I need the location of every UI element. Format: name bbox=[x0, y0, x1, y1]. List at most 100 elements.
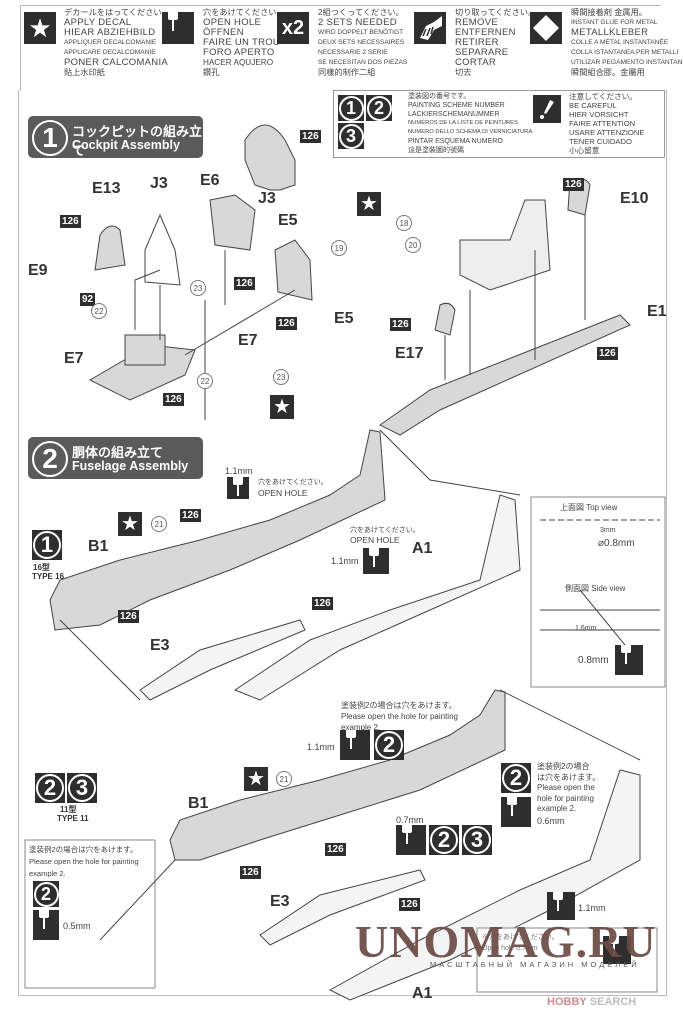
drill-icon bbox=[501, 797, 531, 827]
part-label-e7-top-view: E7 bbox=[238, 332, 258, 349]
cockpit-floor-bottom bbox=[259, 869, 426, 946]
star-icon: ★ bbox=[270, 395, 294, 419]
e17-seat bbox=[434, 302, 456, 336]
scheme-badge-2: 2 bbox=[501, 763, 531, 793]
decal-number: 22 bbox=[197, 373, 213, 389]
j3-silhouette bbox=[244, 124, 296, 191]
type11-badge-3: 3 bbox=[67, 773, 97, 803]
inset-note: 塗装例2の場合は穴をあけます。Please open the hole for … bbox=[29, 845, 139, 878]
drill-icon bbox=[162, 12, 194, 44]
part-label-j3: J3 bbox=[150, 175, 168, 192]
star-icon: ★ bbox=[24, 12, 56, 44]
drill-icon bbox=[340, 730, 370, 760]
hole-size-label: 0.5mm bbox=[63, 921, 91, 931]
watermark-title: UNOMAG.RU bbox=[355, 916, 657, 967]
caution-icon bbox=[533, 95, 561, 123]
hole-size-label: 1.1mm bbox=[578, 903, 606, 913]
drill-icon bbox=[547, 892, 575, 920]
dimension-0-8mm: ⌀0.8mm bbox=[598, 538, 635, 549]
part-label-e13: E13 bbox=[92, 180, 121, 197]
paint-code-tag: 126 bbox=[325, 843, 346, 856]
part-label-j3-gray: J3 bbox=[258, 190, 276, 207]
cockpit-floor-top bbox=[139, 619, 306, 701]
star-icon: ★ bbox=[244, 767, 268, 791]
side-view-label: 側面図 Side view bbox=[565, 584, 626, 593]
part-label-e3: E3 bbox=[270, 893, 290, 910]
type11-label-jp: 11型 bbox=[60, 805, 77, 814]
type16-label-jp: 16型 bbox=[33, 563, 50, 572]
e13-seat bbox=[94, 225, 126, 271]
e1-floor bbox=[379, 314, 631, 436]
example2-note: 塗装例2の場合は穴をあけます。Please open the hole for … bbox=[341, 701, 458, 732]
a1-fuselage-top bbox=[233, 494, 521, 701]
part-label-e9: E9 bbox=[28, 262, 48, 279]
hole-size-label: 1.1mm bbox=[331, 556, 359, 566]
scheme-badge-2: 2 bbox=[366, 95, 392, 121]
decal-number: 18 bbox=[396, 215, 412, 231]
paint-code-tag: 126 bbox=[597, 347, 618, 360]
scheme-badge-2: 2 bbox=[374, 730, 404, 760]
cut-icon bbox=[414, 12, 446, 44]
decal-number: 21 bbox=[151, 516, 167, 532]
scheme-badge-1: 1 bbox=[338, 95, 364, 121]
step2-title-jp: 胴体の組み立て bbox=[72, 445, 164, 460]
drill-icon bbox=[615, 645, 643, 675]
part-label-e6: E6 bbox=[200, 172, 220, 189]
scheme-badge-2: 2 bbox=[429, 825, 459, 855]
step1-title-jp: コックピットの組み立て bbox=[72, 124, 203, 158]
paint-code-tag: 126 bbox=[300, 130, 321, 143]
part-label-a1: A1 bbox=[412, 985, 433, 1002]
paint-code-tag: 126 bbox=[390, 318, 411, 331]
hole-size-label: 0.7mm bbox=[396, 815, 424, 825]
type16-badge: 1 bbox=[32, 530, 62, 560]
open-hole-en: OPEN HOLE bbox=[350, 535, 400, 545]
step2-title-en: Fuselage Assembly bbox=[72, 459, 189, 473]
paint-code-tag: 126 bbox=[240, 866, 261, 879]
part-label-e17: E17 bbox=[395, 345, 424, 362]
paint-code-tag: 126 bbox=[563, 178, 584, 191]
decal-number: 22 bbox=[91, 303, 107, 319]
decal-number: 23 bbox=[190, 280, 206, 296]
part-label-e10: E10 bbox=[620, 190, 649, 207]
credit-brand: HOBBY bbox=[547, 996, 587, 1008]
scheme-badge-3: 3 bbox=[462, 825, 492, 855]
part-label-e3: E3 bbox=[150, 637, 170, 654]
open-hole-jp: 穴をあけてください。 bbox=[350, 527, 420, 534]
drill-icon bbox=[363, 548, 389, 574]
hobby-search-credit: HOBBY SEARCH bbox=[547, 996, 636, 1008]
part-label-e7: E7 bbox=[64, 350, 84, 367]
decal-number: 19 bbox=[331, 240, 347, 256]
e6-part bbox=[209, 194, 256, 251]
paint-code-tag: 126 bbox=[118, 610, 139, 623]
open-hole-jp: 穴をあけてください。 bbox=[258, 479, 328, 486]
paint-code-tag: 126 bbox=[276, 317, 297, 330]
j3-plate bbox=[144, 213, 181, 286]
hole-size-label: 1.1mm bbox=[225, 466, 253, 476]
x2-icon: x2 bbox=[277, 12, 309, 44]
decal-number: 20 bbox=[405, 237, 421, 253]
legend-strip bbox=[20, 5, 661, 91]
scheme-badge-2: 2 bbox=[33, 881, 59, 907]
type11-label-en: TYPE 11 bbox=[57, 814, 89, 823]
paint-code-tag: 126 bbox=[180, 509, 201, 522]
part-label-b1: B1 bbox=[188, 795, 209, 812]
drill-icon bbox=[603, 936, 631, 964]
paint-code-tag-alt: 92 bbox=[80, 293, 96, 306]
b1-fuselage-bottom bbox=[169, 689, 506, 861]
a1-fuselage-bottom bbox=[328, 769, 641, 1001]
decal-number: 21 bbox=[276, 771, 292, 787]
step2-header: 2 胴体の組み立て Fuselage Assembly bbox=[28, 437, 203, 479]
top-view-label: 上面図 Top view bbox=[560, 503, 618, 512]
step1-title-en: Cockpit Assembly bbox=[72, 138, 180, 152]
star-icon: ★ bbox=[357, 192, 381, 216]
step1-header: 1 コックピットの組み立て Cockpit Assembly bbox=[28, 116, 203, 158]
step2-number: 2 bbox=[32, 441, 68, 477]
part-label-e1: E1 bbox=[647, 303, 667, 320]
hole-size-label: 0.8mm bbox=[578, 655, 609, 666]
step1-number: 1 bbox=[32, 120, 68, 156]
